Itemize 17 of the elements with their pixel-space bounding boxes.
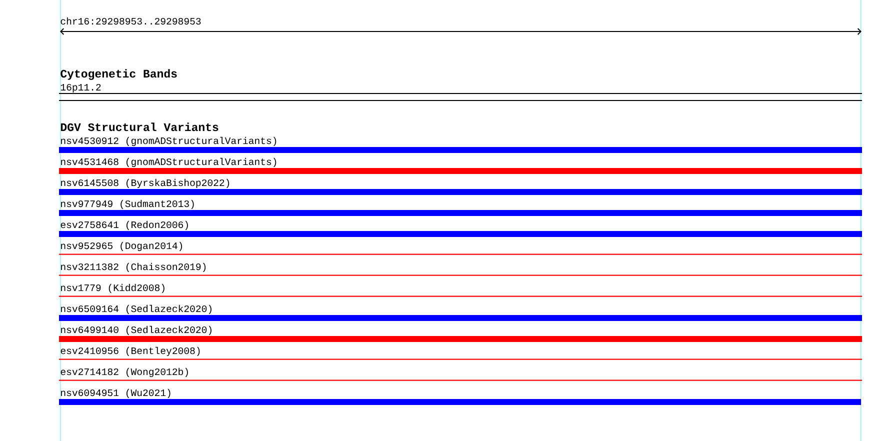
feature-label: nsv4531468 (gnomADStructuralVariants) — [61, 158, 276, 168]
feature-label: nsv3211382 (Chaisson2019) — [61, 262, 206, 272]
feature-label: nsv977949 (Sudmant2013) — [61, 200, 194, 210]
track-title: DGV Structural Variants — [60, 122, 218, 132]
feature-label: esv2410956 (Bentley2008) — [60, 346, 200, 356]
feature-label: nsv6094951 (Wu2021) — [61, 388, 170, 398]
feature-label: esv2714182 (Wong2012b) — [60, 368, 188, 378]
track-title: Cytogenetic Bands — [60, 69, 177, 80]
feature-label: nsv952965 (Dogan2014) — [61, 242, 182, 252]
feature-label: nsv6145508 (ByrskaBishop2022) — [61, 178, 230, 188]
feature-label: nsv4530912 (gnomADStructuralVariants) — [61, 136, 276, 146]
band-label: 16p11.2 — [60, 84, 101, 93]
feature-label: nsv6499140 (Sedlazeck2020) — [61, 326, 212, 336]
location-label: chr16:29298953..29298953 — [60, 17, 201, 25]
feature-label: nsv1779 (Kidd2008) — [61, 284, 164, 294]
feature-label: nsv6509164 (Sedlazeck2020) — [61, 304, 212, 314]
feature-label: esv2758641 (Redon2006) — [60, 220, 188, 230]
